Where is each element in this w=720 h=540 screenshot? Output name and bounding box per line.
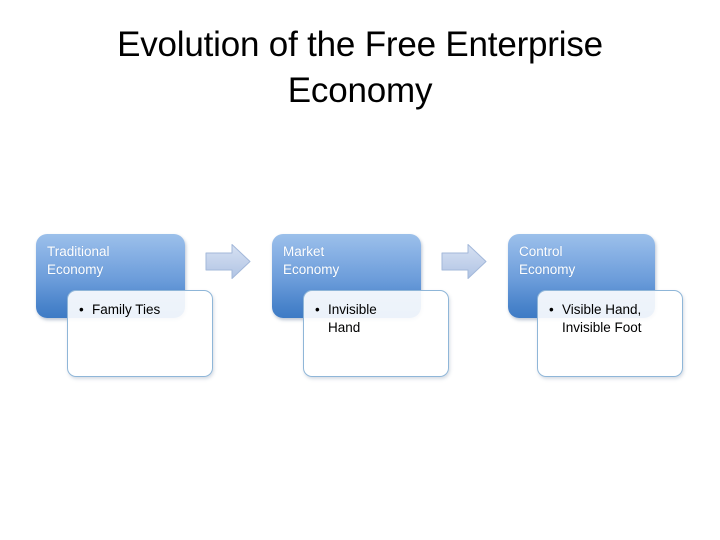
step-1-header-box[interactable]: Traditional Economy: [36, 234, 185, 318]
step-3-header-label: Control Economy: [519, 244, 576, 277]
list-item: Family Ties: [77, 301, 204, 319]
arrow-right-icon-1: [205, 243, 251, 280]
list-item: Visible Hand, Invisible Foot: [547, 301, 674, 336]
step-1-body-box[interactable]: Family Ties: [67, 290, 213, 377]
step-2-body-box[interactable]: Invisible Hand: [303, 290, 449, 377]
step-1-header-label: Traditional Economy: [47, 244, 110, 277]
list-item: Invisible Hand: [313, 301, 440, 336]
step-3-bullet-list: Visible Hand, Invisible Foot: [547, 301, 674, 336]
page-title: Evolution of the Free Enterprise Economy: [117, 25, 603, 110]
step-3-body-box[interactable]: Visible Hand, Invisible Foot: [537, 290, 683, 377]
step-1-bullet-list: Family Ties: [77, 301, 204, 319]
step-2-bullet-list: Invisible Hand: [313, 301, 440, 336]
step-2-header-label: Market Economy: [283, 244, 340, 277]
arrow-right-icon-2: [441, 243, 487, 280]
